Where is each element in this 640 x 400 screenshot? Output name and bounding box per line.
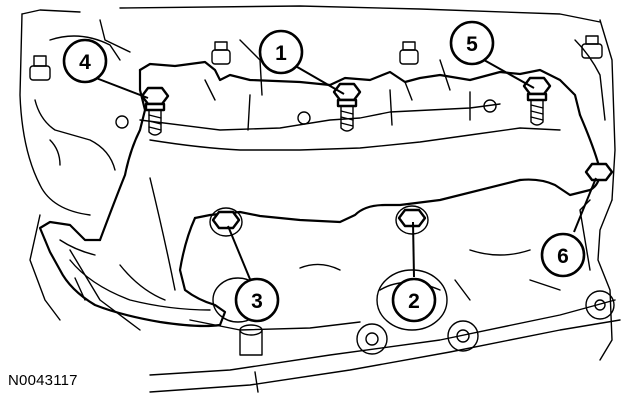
callout-3: 3 bbox=[234, 277, 280, 323]
callout-6: 6 bbox=[540, 232, 586, 278]
callout-2: 2 bbox=[391, 277, 437, 323]
bolt-6 bbox=[584, 162, 614, 182]
exhaust-manifold bbox=[38, 60, 602, 328]
callout-5-label: 5 bbox=[466, 33, 478, 56]
bolt-5 bbox=[522, 76, 552, 126]
callout-leaders bbox=[95, 59, 597, 285]
engine-block-outline bbox=[19, 5, 621, 393]
bolt-3 bbox=[209, 207, 243, 237]
bolt-2 bbox=[395, 205, 429, 235]
cylinder-head-bosses bbox=[29, 35, 603, 129]
callout-4-label: 4 bbox=[79, 51, 91, 74]
callout-2-label: 2 bbox=[408, 290, 420, 313]
callout-1: 1 bbox=[258, 29, 304, 75]
bolt-1 bbox=[332, 82, 362, 132]
block-bosses bbox=[212, 269, 615, 356]
figure-id-label: N0043117 bbox=[8, 372, 78, 389]
bolt-4 bbox=[140, 86, 170, 136]
callout-1-label: 1 bbox=[275, 42, 287, 65]
callout-6-label: 6 bbox=[557, 245, 569, 268]
callout-4: 4 bbox=[62, 38, 108, 84]
callout-3-label: 3 bbox=[251, 290, 263, 313]
callout-5: 5 bbox=[449, 20, 495, 66]
